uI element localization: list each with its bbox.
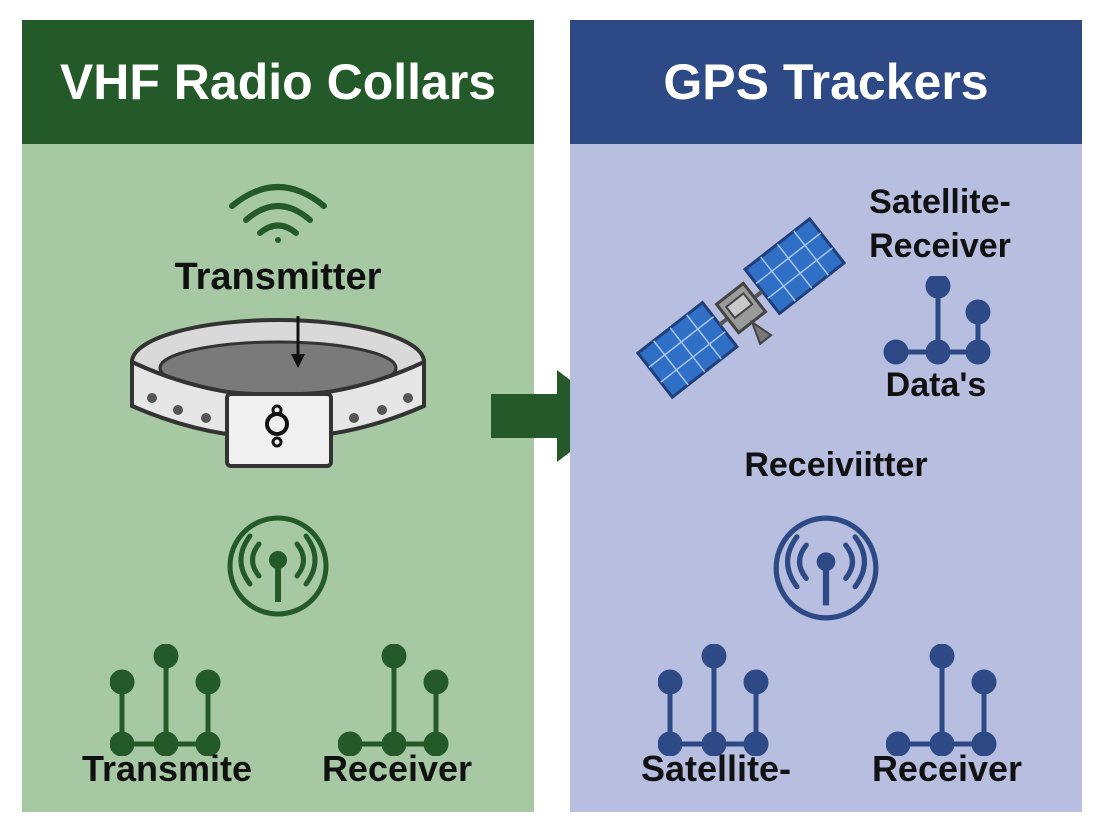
satellite-receiver-label: Satellite-Receiver: [840, 180, 1040, 268]
gps-node-label-receiver: Receiver: [852, 748, 1042, 790]
gps-panel: GPS Trackers Satellite-Receiver: [570, 20, 1082, 812]
vhf-node-label-receiver: Receiver: [302, 748, 492, 790]
collar-transmitter-label: Transmitter: [162, 256, 394, 299]
gps-data-label: Data's: [866, 366, 1006, 405]
satellite-receiver-text: Satellite-Receiver: [869, 183, 1011, 265]
network-node-icon: [658, 644, 770, 756]
gps-receiver-label: Receiviitter: [706, 446, 966, 485]
gps-node-label-satellite: Satellite-: [616, 748, 816, 790]
network-node-icon: [338, 644, 450, 756]
collar-icon: [126, 310, 436, 470]
satellite-icon: [636, 208, 846, 408]
network-node-icon: [882, 276, 994, 376]
network-node-icon: [110, 644, 222, 756]
radio-antenna-icon: [226, 514, 330, 618]
radio-antenna-icon: [772, 514, 880, 622]
vhf-panel: VHF Radio Collars Transmitter: [22, 20, 534, 812]
vhf-node-label-transmite: Transmite: [72, 748, 262, 790]
wifi-signal-icon: [226, 180, 330, 244]
gps-panel-title: GPS Trackers: [570, 20, 1082, 144]
network-node-icon: [886, 644, 998, 756]
vhf-panel-title: VHF Radio Collars: [22, 20, 534, 144]
